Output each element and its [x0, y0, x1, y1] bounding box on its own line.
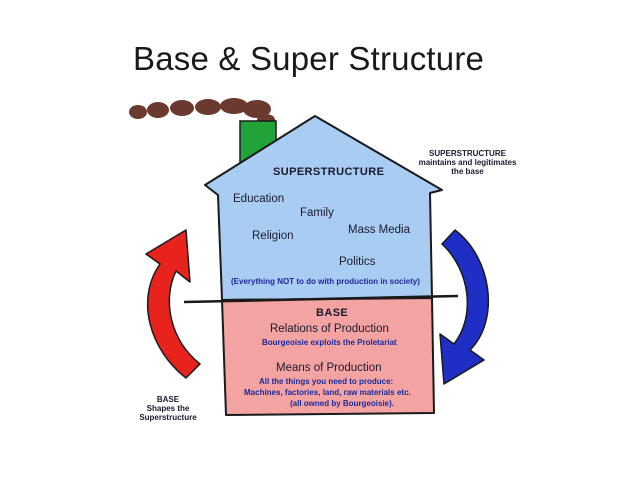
right-annotation-line-1: SUPERSTRUCTURE [429, 149, 506, 158]
item-mass-media: Mass Media [348, 224, 410, 236]
left-annotation: BASE Shapes the Superstructure [130, 395, 206, 422]
superstructure-area [204, 115, 443, 301]
item-religion: Religion [252, 230, 294, 242]
right-annotation-line-2: maintains and legitimates [418, 158, 517, 167]
relations-note: Bourgeoisie exploits the Proletariat [262, 338, 397, 347]
blue-down-arrow-icon [439, 229, 490, 385]
means-line-3: (all owned by Bourgeoisie). [290, 399, 395, 408]
item-education: Education [233, 193, 285, 205]
superstructure-heading: SUPERSTRUCTURE [273, 166, 385, 178]
divider-line [183, 294, 459, 304]
left-annotation-line-3: Superstructure [139, 413, 197, 422]
superstructure-note: (Everything NOT to do with production in… [231, 277, 420, 286]
right-annotation-line-3: the base [451, 167, 484, 176]
left-annotation-line-1: BASE [156, 395, 180, 404]
base-heading: BASE [316, 307, 349, 319]
means-line-1: All the things you need to produce: [259, 377, 394, 386]
item-politics: Politics [339, 256, 376, 268]
means-title: Means of Production [276, 362, 382, 374]
item-family: Family [300, 207, 334, 219]
right-annotation: SUPERSTRUCTURE maintains and legitimates… [415, 149, 520, 176]
red-up-arrow-icon [145, 229, 201, 379]
slide-title: Base & Super Structure [133, 40, 485, 77]
relations-title: Relations of Production [270, 323, 389, 335]
left-annotation-line-2: Shapes the [146, 404, 190, 413]
means-line-2: Machines, factories, land, raw materials… [244, 388, 411, 397]
smoke-icon [129, 98, 275, 126]
